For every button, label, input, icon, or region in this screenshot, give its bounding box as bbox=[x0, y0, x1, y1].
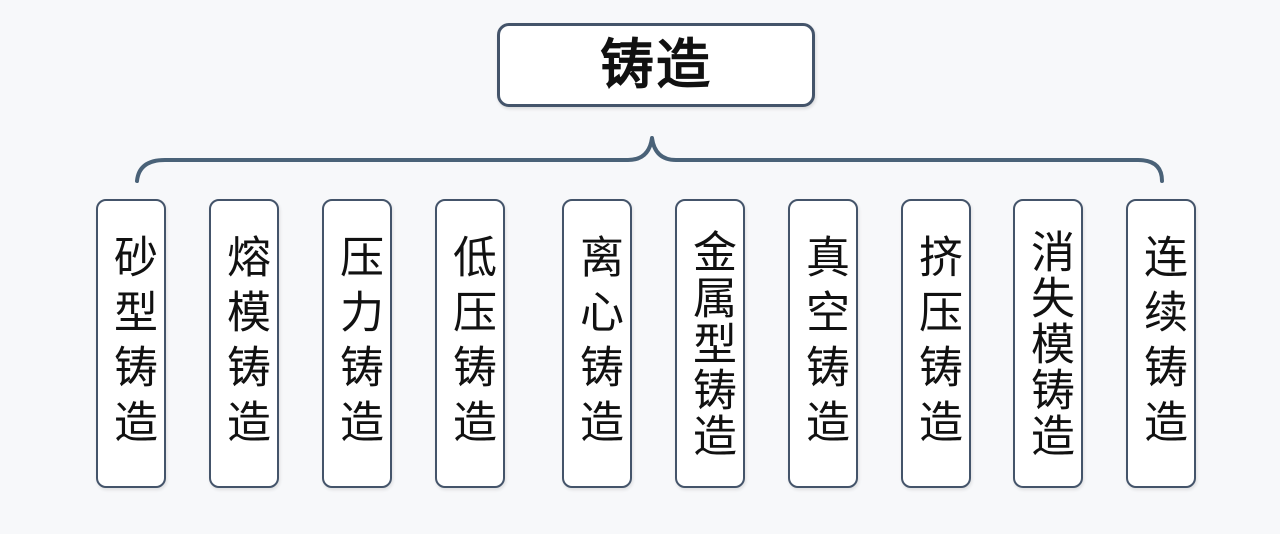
grouping-brace-path bbox=[135, 136, 1164, 183]
child-node-label: 连续铸造 bbox=[1136, 233, 1187, 454]
child-node-label: 低压铸造 bbox=[445, 233, 496, 454]
child-node-centrifugal-casting: 离心铸造 bbox=[562, 199, 632, 488]
child-node-sand-casting: 砂型铸造 bbox=[96, 199, 166, 488]
child-node-label: 熔模铸造 bbox=[219, 233, 270, 454]
child-node-investment-casting: 熔模铸造 bbox=[209, 199, 279, 488]
child-node-low-pressure-casting: 低压铸造 bbox=[435, 199, 505, 488]
child-node-continuous-casting: 连续铸造 bbox=[1126, 199, 1196, 488]
child-node-die-casting: 压力铸造 bbox=[322, 199, 392, 488]
root-node-label: 铸造 bbox=[600, 33, 712, 96]
root-node: 铸造 bbox=[497, 23, 815, 107]
child-node-label: 砂型铸造 bbox=[106, 233, 157, 454]
child-node-vacuum-casting: 真空铸造 bbox=[788, 199, 858, 488]
child-node-label: 消失模铸造 bbox=[1023, 228, 1074, 459]
child-node-label: 压力铸造 bbox=[332, 233, 383, 454]
child-node-label: 挤压铸造 bbox=[911, 233, 962, 454]
child-node-label: 金属型铸造 bbox=[685, 228, 736, 459]
child-node-permanent-mold-casting: 金属型铸造 bbox=[675, 199, 745, 488]
child-node-label: 真空铸造 bbox=[798, 233, 849, 454]
child-node-lost-foam-casting: 消失模铸造 bbox=[1013, 199, 1083, 488]
child-node-label: 离心铸造 bbox=[572, 233, 623, 454]
child-node-squeeze-casting: 挤压铸造 bbox=[901, 199, 971, 488]
